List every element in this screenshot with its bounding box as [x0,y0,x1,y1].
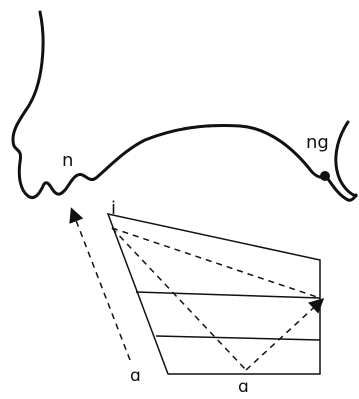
label-ng: ng [306,132,329,153]
vowel-trajectory-i-diagonal [111,227,321,299]
velar-point-dot [320,171,330,181]
label-a-bottom: ɑ [238,377,249,397]
trajectory-a-to-n-arrow [69,207,131,361]
label-n: n [62,150,73,171]
quadrilateral-lower-mid-line [155,335,321,341]
vocal-tract-outline [11,10,358,202]
vowel-trajectory-i-to-a [111,227,247,371]
vowel-quadrilateral [106,212,321,375]
label-i: i [111,198,116,219]
velum-curve [334,120,358,198]
label-a-left: ɑ [130,366,141,386]
vowel-trajectory-a-up-arrow [245,297,325,371]
quadrilateral-upper-mid-line [135,291,321,299]
